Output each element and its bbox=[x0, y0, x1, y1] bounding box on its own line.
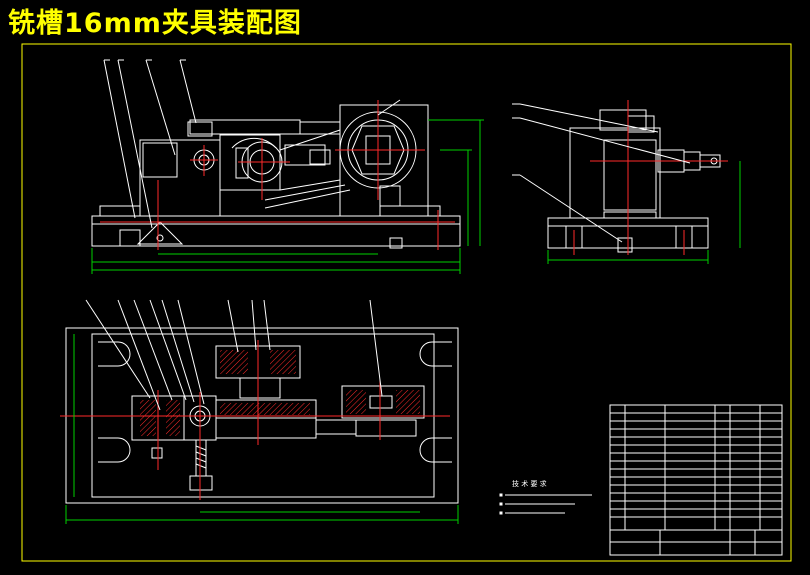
parts-list bbox=[609, 404, 783, 556]
drawing-border bbox=[21, 43, 792, 562]
top-view bbox=[60, 299, 459, 524]
tech-requirements-title: 技 术 要 求 bbox=[512, 479, 547, 488]
side-view bbox=[512, 100, 741, 264]
tech-requirements: 技 术 要 求 bbox=[499, 479, 592, 515]
drawing-title: 铣槽16mm夹具装配图 bbox=[8, 8, 302, 39]
front-view bbox=[91, 59, 484, 274]
